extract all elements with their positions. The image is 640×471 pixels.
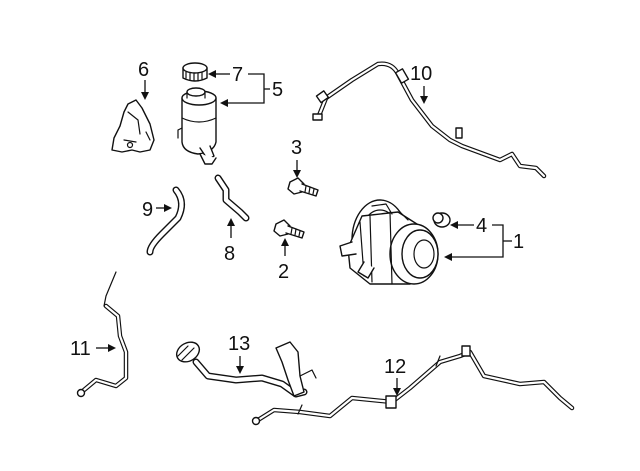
callout-4-and-1: 4 1 [444, 215, 524, 261]
part-2-bolt [273, 219, 305, 239]
callout-8-label: 8 [224, 243, 235, 265]
callout-11: 11 [70, 338, 116, 360]
callout-11-label: 11 [70, 338, 91, 360]
callout-12: 12 [384, 356, 406, 396]
callout-4-label: 4 [476, 215, 487, 237]
part-10-pressure-hose [312, 61, 547, 179]
callout-3: 3 [291, 137, 302, 178]
part-3-bolt [287, 177, 319, 197]
part-5-reservoir [177, 87, 217, 165]
callout-12-label: 12 [384, 356, 406, 378]
callout-3-label: 3 [291, 137, 302, 159]
part-6-bracket [111, 99, 155, 153]
part-7-reservoir-cap [182, 62, 208, 82]
part-13-return-hose [175, 341, 317, 398]
callout-7-label: 7 [232, 64, 243, 86]
part-12-cooler-tube [251, 345, 575, 426]
callout-13-label: 13 [228, 333, 250, 355]
callout-5: 5 [220, 73, 283, 107]
callout-9: 9 [142, 199, 172, 221]
callout-1-label: 1 [513, 231, 524, 253]
callout-6-label: 6 [138, 59, 149, 81]
part-4-o-ring [432, 212, 451, 228]
callout-5-label: 5 [272, 79, 283, 101]
callout-2-label: 2 [278, 261, 289, 283]
callout-6: 6 [138, 59, 149, 100]
callout-2: 2 [278, 238, 289, 283]
part-1-power-steering-pump [339, 199, 439, 285]
part-8-hose [214, 174, 250, 222]
callout-10: 10 [410, 63, 432, 104]
callout-8: 8 [224, 218, 235, 265]
callout-10-label: 10 [410, 63, 432, 85]
part-9-hose [146, 186, 185, 256]
callout-7: 7 [208, 64, 243, 86]
part-11-tube [76, 271, 129, 398]
callout-9-label: 9 [142, 199, 153, 221]
callout-13: 13 [228, 333, 250, 374]
